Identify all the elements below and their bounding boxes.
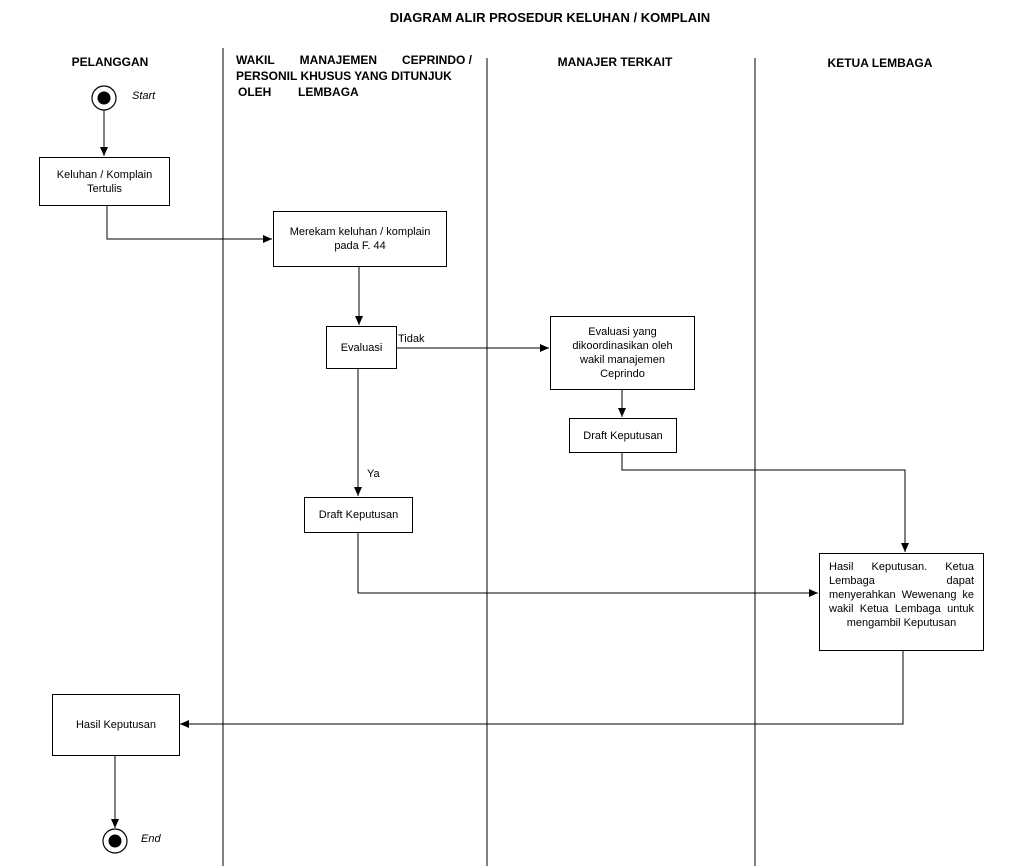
wakil-word-3: CEPRINDO / <box>401 53 472 67</box>
lane-header-pelanggan: PELANGGAN <box>71 55 149 69</box>
node-hasil-keputusan-ketua: Hasil Keputusan. Ketua Lembaga dapat men… <box>819 553 984 651</box>
start-label: Start <box>132 90 156 102</box>
edge-draft-manajer-hasil <box>621 452 909 552</box>
wakil-line-2: PERSONIL KHUSUS YANG DITUNJUK <box>236 69 452 83</box>
end-label: End <box>141 833 161 845</box>
node-keluhan-tertulis: Keluhan / Komplain Tertulis <box>39 157 170 206</box>
wakil-word-2: MANAJEMEN <box>299 53 377 67</box>
lane-header-ketua: KETUA LEMBAGA <box>827 56 933 70</box>
diagram-title: DIAGRAM ALIR PROSEDUR KELUHAN / KOMPLAIN <box>389 10 711 25</box>
edge-hasil-ketua-pelanggan <box>180 650 904 728</box>
node-draft-keputusan-wakil: Draft Keputusan <box>304 497 413 533</box>
edge-label-ya: Ya <box>367 468 380 480</box>
node-evaluasi-koordinasi: Evaluasi yang dikoordinasikan oleh wakil… <box>550 316 695 390</box>
edge-label-tidak: Tidak <box>398 333 425 345</box>
edge-keluhan-merekam <box>106 206 272 243</box>
node-hasil-keputusan-pelanggan: Hasil Keputusan <box>52 694 180 756</box>
node-draft-keputusan-manajer: Draft Keputusan <box>569 418 677 453</box>
edge-draft-wakil-hasil <box>357 532 818 597</box>
wakil-word-1: WAKIL <box>236 53 275 67</box>
node-merekam-keluhan: Merekam keluhan / komplain pada F. 44 <box>273 211 447 267</box>
lane-header-wakil: WAKIL MANAJEMEN CEPRINDO / PERSONIL KHUS… <box>236 52 472 100</box>
end-node <box>102 828 128 854</box>
lane-header-manajer: MANAJER TERKAIT <box>557 55 673 69</box>
wakil-word-lembaga: LEMBAGA <box>298 85 359 99</box>
node-evaluasi: Evaluasi <box>326 326 397 369</box>
wakil-word-oleh: OLEH <box>238 85 272 99</box>
start-node <box>91 85 117 111</box>
